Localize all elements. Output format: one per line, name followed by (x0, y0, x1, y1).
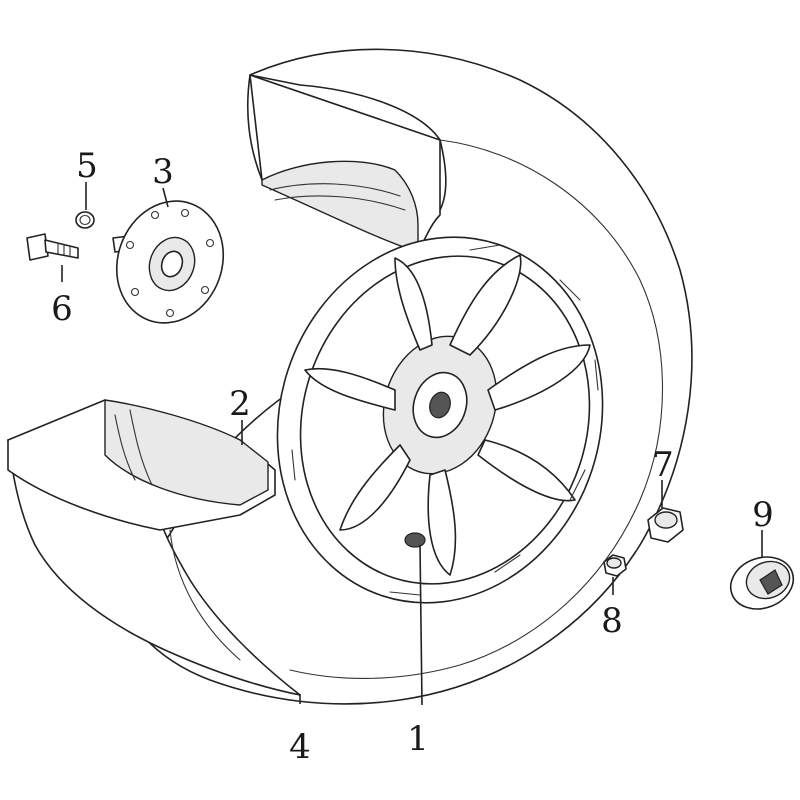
small-nut-face (606, 557, 622, 569)
hub-hole-7 (150, 210, 160, 220)
hub-hole-2 (205, 238, 215, 248)
hub-flange-holes (125, 208, 215, 318)
spoke-6 (304, 367, 396, 411)
hub-flange (112, 200, 225, 324)
callout-6: 6 (51, 289, 73, 329)
rim-slot-3 (594, 359, 599, 391)
rim-slot-2 (559, 279, 581, 301)
rim-slot-7 (311, 544, 331, 566)
spoke-4 (427, 469, 457, 576)
o-ring-inner (79, 214, 91, 226)
hub-flange-bore (160, 250, 184, 278)
hub-hole-4 (165, 308, 175, 318)
bolt (26, 233, 79, 261)
callout-5: 5 (76, 146, 98, 186)
leader-1 (419, 544, 423, 706)
rim-slot-5 (494, 554, 521, 573)
tire-top-lip (246, 74, 263, 181)
rim-slot-8 (291, 449, 296, 481)
callout-9: 9 (752, 495, 774, 535)
center-cap-emblem (759, 569, 783, 595)
tire-inner-bead (169, 529, 241, 661)
tire-left-groove-2 (129, 409, 153, 486)
tire-top-groove-1 (269, 183, 401, 197)
rim-slot-6 (389, 591, 421, 596)
callout-8: 8 (601, 601, 623, 641)
hub-hole-6 (125, 240, 135, 250)
hub-hole-1 (180, 208, 190, 218)
tire-left-inner (104, 399, 269, 506)
callout-4: 4 (289, 727, 311, 767)
hub-hole-3 (200, 285, 210, 295)
valve-stem (404, 532, 426, 548)
bolt-shank (44, 239, 79, 259)
spoke-7 (394, 257, 433, 351)
spoke-5 (339, 444, 411, 531)
rim-hub-bore (429, 391, 451, 419)
rim-spokes (304, 254, 591, 576)
callout-labels: 1 2 3 4 5 6 7 8 9 (51, 146, 774, 767)
hub-hole-5 (130, 287, 140, 297)
axle-nut-face (654, 511, 678, 529)
o-ring (75, 211, 95, 229)
small-nut (603, 554, 627, 577)
bolt-head (26, 233, 49, 261)
leader-lines (61, 182, 763, 706)
tire-top-groove-2 (274, 195, 406, 211)
spoke-1 (449, 254, 522, 356)
tire-top-inner (261, 160, 419, 253)
rim-slot-4 (569, 469, 586, 501)
wheel-rim (276, 236, 604, 604)
leader-3 (162, 187, 169, 208)
spoke-3 (477, 439, 576, 502)
rim-edge-slots (291, 244, 599, 596)
callout-2: 2 (229, 384, 251, 424)
axle-nut (647, 507, 684, 543)
callout-7: 7 (652, 445, 674, 485)
rim-slot-1 (469, 244, 501, 251)
center-cap (729, 556, 795, 610)
callout-1: 1 (407, 719, 429, 759)
callout-3: 3 (152, 152, 174, 192)
spoke-2 (487, 344, 591, 411)
tire-left-groove-1 (114, 414, 136, 481)
